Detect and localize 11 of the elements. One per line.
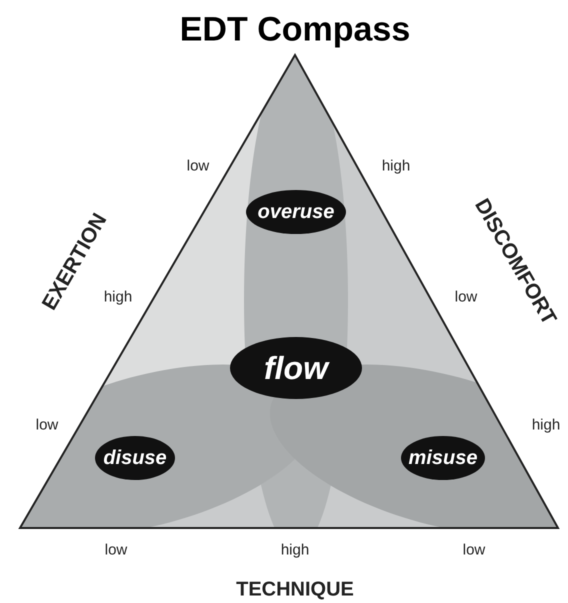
title: EDT Compass: [180, 10, 410, 50]
scale-label: low: [36, 416, 58, 434]
scale-label: low: [104, 542, 128, 558]
scale-label: high: [382, 158, 410, 174]
scale-label: high: [104, 288, 132, 306]
scale-label: low: [454, 288, 478, 306]
scale-label: low: [186, 158, 210, 174]
axis-title: TECHNIQUE: [236, 578, 354, 602]
scale-label: low: [462, 542, 486, 558]
scale-label: high: [532, 416, 560, 434]
scale-label: high: [280, 542, 310, 558]
